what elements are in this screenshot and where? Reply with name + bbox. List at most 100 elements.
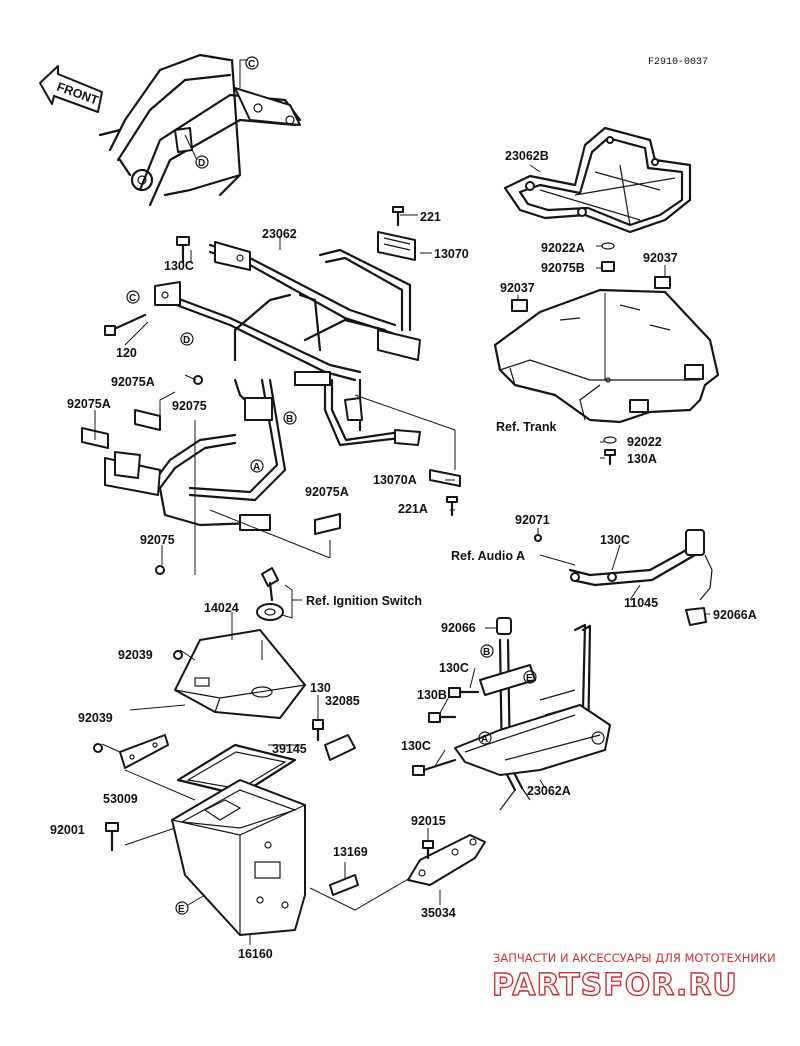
front-arrow-icon: FRONT (39, 65, 103, 113)
svg-text:B: B (286, 414, 293, 425)
label-130B: 130B (417, 688, 447, 702)
pad-92075A-a-icon (134, 409, 161, 431)
label-130C-mid: 130C (600, 533, 630, 547)
pad-13070-icon (377, 231, 416, 261)
bolt-120-icon (104, 313, 147, 336)
diagram-code: F2910-0037 (648, 57, 708, 68)
bolt-130C-top-icon (176, 236, 190, 264)
svg-text:E: E (178, 904, 185, 915)
bracket-53009 (119, 734, 169, 769)
bar-11045 (568, 529, 713, 601)
label-92066A: 92066A (713, 608, 757, 622)
label-130C-top: 130C (164, 259, 194, 273)
trunk-icon (493, 288, 720, 424)
ignition-key-icon (256, 567, 302, 621)
label-92075-b: 92075 (140, 533, 175, 547)
bolt-130A-icon (604, 449, 616, 466)
svg-text:C: C (248, 59, 255, 70)
label-130C-r1: 130C (439, 661, 469, 675)
label-ref-audio: Ref. Audio A (451, 549, 525, 563)
label-221: 221 (420, 210, 441, 224)
label-92039-b: 92039 (78, 711, 113, 725)
svg-text:A: A (253, 462, 260, 473)
battery-cover-14024 (174, 612, 306, 719)
bolt-92001-icon (105, 822, 119, 852)
watermark-brand: PARTSFOR.RU (492, 968, 738, 1003)
clip-92037-a-icon (654, 276, 671, 289)
battery-box-16160 (171, 779, 306, 936)
rivet-92075-b-icon (155, 565, 165, 575)
rivet-92075-a-icon (193, 375, 203, 385)
label-23062: 23062 (262, 227, 297, 241)
label-92037-a: 92037 (643, 251, 678, 265)
vehicle-frame (98, 53, 302, 207)
label-92001: 92001 (50, 823, 85, 837)
marker-C-frame: C (245, 56, 259, 70)
label-92039-a: 92039 (118, 648, 153, 662)
label-92066: 92066 (441, 621, 476, 635)
label-92075-a: 92075 (172, 399, 207, 413)
label-92015: 92015 (411, 814, 446, 828)
label-130: 130 (310, 681, 331, 695)
label-23062A: 23062A (527, 784, 571, 798)
label-221A: 221A (398, 502, 428, 516)
strap-39145 (176, 743, 297, 797)
label-92075A-a: 92075A (111, 375, 155, 389)
label-11045: 11045 (624, 596, 658, 610)
pad-32085-icon (324, 734, 356, 761)
label-23062B: 23062B (505, 149, 549, 163)
bolt-221A-icon (446, 496, 458, 517)
cap-92066-icon (496, 617, 512, 635)
bracket-23062A (454, 623, 611, 811)
label-35034: 35034 (421, 906, 456, 920)
marker-D-frame: D (195, 155, 209, 169)
washer-92022-icon (603, 436, 617, 444)
washer-92022A-icon (601, 242, 615, 250)
rivet-92039-b-icon (93, 743, 103, 753)
svg-text:E: E (526, 673, 533, 684)
rivet-92039-a-icon (173, 650, 183, 660)
svg-text:A: A (481, 734, 488, 745)
clip-92037-b-icon (511, 299, 528, 312)
label-92071: 92071 (515, 513, 550, 527)
label-92075A-b: 92075A (67, 397, 111, 411)
label-120: 120 (116, 346, 137, 360)
label-ref-ignition-switch: Ref. Ignition Switch (306, 594, 422, 608)
svg-text:C: C (129, 293, 136, 304)
label-92022: 92022 (627, 435, 662, 449)
label-39145: 39145 (272, 742, 307, 756)
label-16160: 16160 (238, 947, 273, 961)
label-13169: 13169 (333, 845, 368, 859)
marker-D-carrier: D (180, 332, 194, 346)
label-92075A-c: 92075A (305, 485, 349, 499)
label-13070A: 13070A (373, 473, 417, 487)
label-130C-r2: 130C (401, 739, 431, 753)
label-92075B: 92075B (541, 261, 585, 275)
bolt-221-icon (392, 206, 404, 227)
label-130A: 130A (627, 452, 657, 466)
label-92022A: 92022A (541, 241, 585, 255)
damper-13169-icon (329, 874, 359, 896)
luggage-rack-23062B (503, 126, 692, 234)
svg-text:D: D (198, 158, 205, 169)
marker-E-box: E (175, 901, 189, 915)
bolt-130B-icon (428, 712, 457, 723)
pad-92075A-c-icon (314, 513, 341, 535)
marker-A-bracket: A (478, 731, 492, 745)
bolt-130C-r1-icon (448, 687, 480, 698)
label-13070: 13070 (434, 247, 469, 261)
bracket-35034 (407, 834, 486, 886)
label-92037-b: 92037 (500, 281, 535, 295)
pad-13070A-icon (429, 469, 461, 487)
grommet-92075B-icon (601, 261, 615, 272)
svg-text:D: D (183, 335, 190, 346)
marker-E-bracket: E (523, 670, 537, 684)
bolt-130-icon (312, 719, 324, 742)
rear-carrier-23062 (104, 241, 421, 531)
svg-text:B: B (483, 647, 490, 658)
watermark-subtitle: ЗАПЧАСТИ И АКСЕССУАРЫ ДЛЯ МОТОТЕХНИКИ (493, 951, 776, 965)
label-ref-trank: Ref. Trank (496, 420, 556, 434)
marker-C-carrier: C (126, 290, 140, 304)
label-14024: 14024 (204, 601, 239, 615)
